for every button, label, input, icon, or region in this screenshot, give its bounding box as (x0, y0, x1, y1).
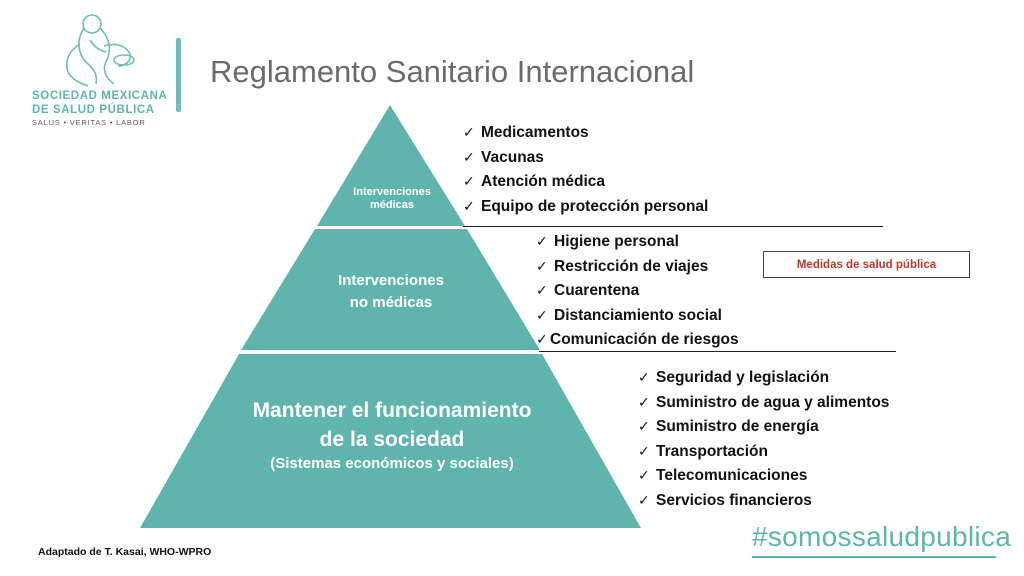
society-functions-list: ✓ Seguridad y legislación ✓ Suministro de … (638, 366, 889, 513)
list-item-label: Distanciamiento social (554, 306, 722, 324)
pyramid-level-middle (241, 229, 540, 350)
list-item: ✓ Transportación (638, 440, 889, 465)
list-item: ✓ Cuarentena (536, 279, 739, 304)
list-item: ✓ Telecomunicaciones (638, 464, 889, 489)
list-item: ✓ Suministro de energía (638, 415, 889, 440)
list-item: ✓Comunicación de riesgos (536, 328, 739, 353)
list-item-label: Seguridad y legislación (656, 369, 830, 386)
list-item-label: Transportación (656, 442, 768, 460)
check-icon: ✓ (638, 394, 650, 411)
logo-motto: SALUS • VERITAS • LABOR (32, 118, 146, 127)
hashtag-underline (752, 556, 996, 558)
list-item: ✓ Distanciamiento social (536, 304, 739, 329)
list-item: ✓ Servicios financieros (638, 489, 889, 514)
title-accent-bar (176, 38, 181, 112)
pyramid-label-non-medical: Intervenciones no médicas (305, 270, 477, 314)
divider-line-2 (539, 351, 896, 352)
check-icon: ✓ (463, 149, 475, 166)
list-item-label: Atención médica (481, 173, 606, 190)
pyramid-label-society-line2: de la sociedad (319, 428, 465, 451)
list-item-label: Servicios financieros (656, 491, 812, 509)
hashtag: #somossaludpublica (752, 521, 1012, 552)
list-item-label: Restricción de viajes (554, 257, 709, 275)
page-title: Reglamento Sanitario Internacional (210, 54, 695, 89)
check-icon: ✓ (463, 125, 475, 141)
check-icon: ✓ (638, 492, 650, 509)
check-icon: ✓ (536, 234, 548, 250)
list-item-label: Higiene personal (554, 233, 679, 250)
list-item: ✓ Higiene personal (536, 230, 739, 255)
pyramid-level-base (140, 354, 641, 528)
check-icon: ✓ (536, 307, 548, 324)
list-item-label: Suministro de energía (656, 418, 819, 435)
list-item: ✓ Atención médica (463, 170, 708, 195)
check-icon: ✓ (536, 283, 548, 299)
logo-name-line2: DE SALUD PÚBLICA (32, 104, 155, 116)
list-item-label: Cuarentena (554, 282, 640, 299)
check-icon: ✓ (638, 370, 650, 386)
check-icon: ✓ (536, 258, 548, 275)
smsp-logo: SOCIEDAD MEXICANA DE SALUD PÚBLICA SALUS… (18, 10, 168, 130)
list-item: ✓ Restricción de viajes (536, 255, 739, 280)
source-note: Adaptado de T. Kasai, WHO-WPRO (38, 546, 212, 558)
medical-interventions-list: ✓Medicamentos ✓Vacunas ✓Atención médica … (463, 121, 708, 219)
check-icon: ✓ (536, 332, 548, 348)
list-item-label: Equipo de protección personal (481, 197, 709, 215)
public-health-measures-box: Medidas de salud pública (763, 251, 970, 278)
list-item: ✓ Seguridad y legislación (638, 366, 889, 391)
logo-name-line1: SOCIEDAD MEXICANA (32, 90, 168, 102)
pyramid-label-medical: Intervenciones médicas (353, 186, 431, 211)
logo-emblem-icon (65, 14, 135, 87)
check-icon: ✓ (638, 419, 650, 435)
list-item: ✓ Medicamentos (463, 121, 708, 146)
pyramid-label-non-medical-line1: Intervenciones (338, 272, 444, 289)
pyramid-label-society-line1: Mantener el funcionamiento (252, 399, 532, 422)
list-item-label: Telecomunicaciones (656, 467, 808, 484)
pyramid-label-society-sub: (Sistemas económicos y sociales) (270, 455, 514, 472)
list-item: ✓ Vacunas (463, 146, 708, 171)
list-item: ✓ Suministro de agua y alimentos (638, 391, 889, 416)
pyramid-level-top (317, 105, 465, 226)
pyramid-label-non-medical-line2: no médicas (349, 294, 433, 311)
check-icon: ✓ (463, 198, 475, 215)
non-medical-interventions-list: ✓ Higiene personal ✓ Restricción de viajes… (536, 230, 739, 353)
list-item-label: Vacunas (481, 148, 544, 166)
divider-line-1 (463, 226, 883, 227)
list-item: ✓ Equipo de protección personal (463, 195, 708, 220)
check-icon: ✓ (463, 174, 475, 190)
list-item-label: Suministro de agua y alimentos (656, 393, 890, 411)
pyramid-label-society: Mantener el funcionamiento de la socieda… (200, 396, 584, 474)
list-item-label: Comunicación de riesgos (550, 331, 739, 348)
check-icon: ✓ (638, 443, 650, 460)
check-icon: ✓ (638, 468, 650, 484)
list-item-label: Medicamentos (481, 124, 589, 141)
